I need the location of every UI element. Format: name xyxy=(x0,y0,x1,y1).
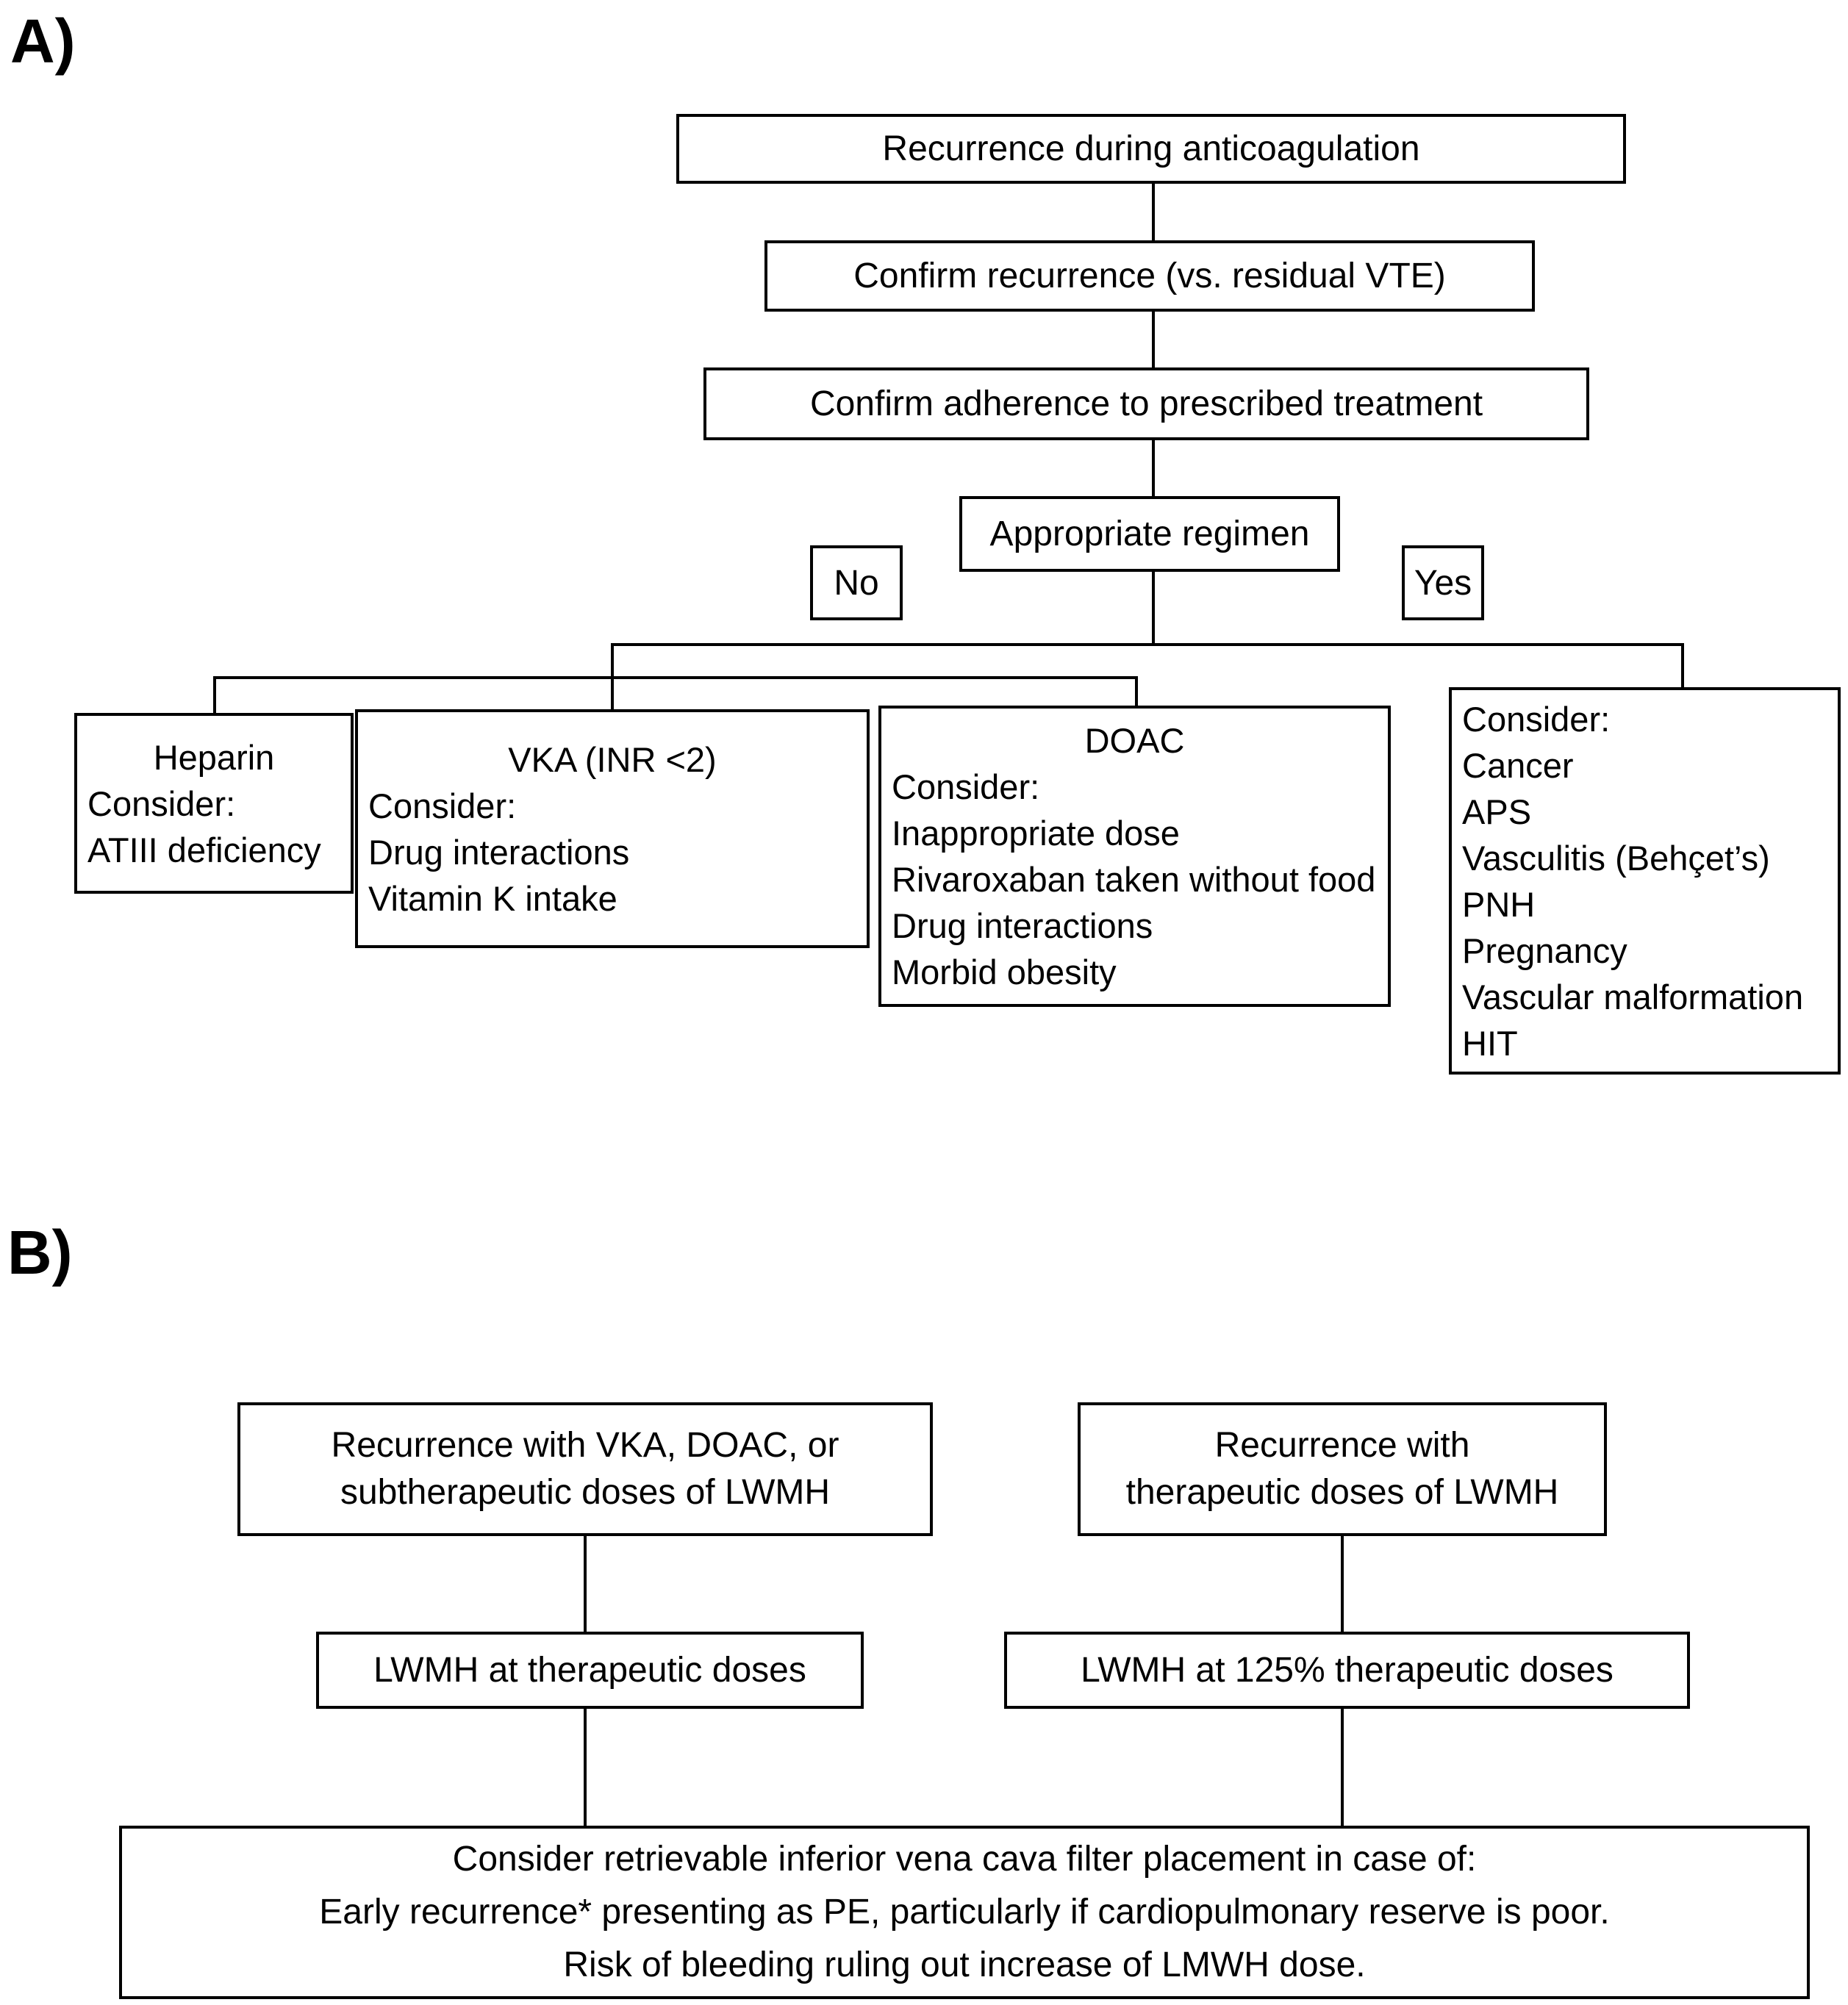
box-line: Vascular malformation xyxy=(1462,977,1804,1016)
connector-lwmh-to-ivc-filter xyxy=(584,1709,587,1826)
box-text: No xyxy=(834,563,879,603)
box-ivc-filter: Consider retrievable inferior vena cava … xyxy=(119,1826,1810,1999)
box-text: Confirm adherence to prescribed treatmen… xyxy=(809,384,1483,423)
panel-a-label: A) xyxy=(10,7,76,76)
box-consider-yes: Consider: Cancer APS Vasculitis (Behçet’… xyxy=(1449,687,1841,1075)
box-line: Consider: xyxy=(87,783,236,823)
box-vka: VKA (INR <2) Consider: Drug interactions… xyxy=(355,709,870,948)
box-line: Recurrence with VKA, DOAC, or xyxy=(331,1426,839,1465)
box-text: LWMH at 125% therapeutic doses xyxy=(1081,1651,1614,1690)
box-line: Risk of bleeding ruling out increase of … xyxy=(563,1945,1366,1984)
box-lwmh-therapeutic-doses: LWMH at therapeutic doses xyxy=(316,1632,864,1709)
box-heparin: Heparin Consider: ATIII deficiency xyxy=(74,713,354,894)
panel-b-label: B) xyxy=(7,1218,73,1287)
box-text: Yes xyxy=(1414,563,1472,603)
connector-adherence-to-regimen xyxy=(1152,440,1155,496)
box-text: LWMH at therapeutic doses xyxy=(373,1651,806,1690)
connector-therapeutic-to-lwmh125 xyxy=(1341,1536,1344,1632)
box-lwmh-125-therapeutic-doses: LWMH at 125% therapeutic doses xyxy=(1004,1632,1690,1709)
box-recurrence-during-anticoagulation: Recurrence during anticoagulation xyxy=(676,114,1626,184)
box-text: Confirm recurrence (vs. residual VTE) xyxy=(853,257,1446,295)
box-recurrence-subtherapeutic: Recurrence with VKA, DOAC, or subtherape… xyxy=(237,1402,933,1536)
box-title: Heparin xyxy=(153,737,275,777)
branch-line-level2 xyxy=(213,676,1138,679)
connector-subtherapeutic-to-lwmh xyxy=(584,1536,587,1632)
box-no-branch-label: No xyxy=(810,545,903,620)
box-line: ATIII deficiency xyxy=(87,830,321,869)
box-appropriate-regimen: Appropriate regimen xyxy=(959,496,1340,572)
connector-level2-to-heparin xyxy=(213,676,216,713)
box-line: APS xyxy=(1462,792,1532,831)
connector-level1-to-consider xyxy=(1681,643,1684,687)
box-line: Inappropriate dose xyxy=(892,814,1180,853)
box-text: Recurrence during anticoagulation xyxy=(882,129,1420,168)
box-line: Consider: xyxy=(892,767,1040,806)
box-line: Drug interactions xyxy=(892,906,1153,945)
connector-recurrence-to-confirm xyxy=(1152,184,1155,240)
box-line: Vitamin K intake xyxy=(368,878,617,918)
box-line: Consider retrievable inferior vena cava … xyxy=(452,1840,1477,1879)
box-title: VKA (INR <2) xyxy=(508,739,717,779)
connector-level2-to-doac xyxy=(1135,676,1138,706)
box-line: therapeutic doses of LWMH xyxy=(1125,1473,1559,1512)
box-line: Recurrence with xyxy=(1214,1426,1470,1465)
box-line: HIT xyxy=(1462,1023,1518,1063)
box-line: Early recurrence* presenting as PE, part… xyxy=(319,1893,1610,1932)
box-line: Consider: xyxy=(1462,699,1611,739)
box-line: Cancer xyxy=(1462,745,1574,785)
box-title: DOAC xyxy=(1084,721,1185,760)
box-doac: DOAC Consider: Inappropriate dose Rivaro… xyxy=(878,706,1391,1007)
connector-confirm-to-adherence xyxy=(1152,312,1155,367)
box-yes-branch-label: Yes xyxy=(1402,545,1484,620)
branch-line-level1 xyxy=(611,643,1684,646)
box-line: subtherapeutic doses of LWMH xyxy=(340,1473,831,1512)
box-line: Pregnancy xyxy=(1462,930,1627,970)
box-line: Morbid obesity xyxy=(892,953,1117,991)
box-confirm-recurrence: Confirm recurrence (vs. residual VTE) xyxy=(764,240,1535,312)
connector-regimen-to-branches xyxy=(1152,572,1155,643)
box-line: PNH xyxy=(1462,884,1536,924)
box-line: Consider: xyxy=(368,786,517,825)
box-confirm-adherence: Confirm adherence to prescribed treatmen… xyxy=(703,367,1589,440)
box-recurrence-therapeutic: Recurrence with therapeutic doses of LWM… xyxy=(1078,1402,1607,1536)
box-text: Appropriate regimen xyxy=(989,514,1310,553)
box-line: Rivaroxaban taken without food xyxy=(892,860,1376,899)
box-line: Vasculitis (Behçet’s) xyxy=(1462,838,1770,878)
box-line: Drug interactions xyxy=(368,832,630,872)
connector-lwmh125-to-ivc-filter xyxy=(1341,1709,1344,1826)
